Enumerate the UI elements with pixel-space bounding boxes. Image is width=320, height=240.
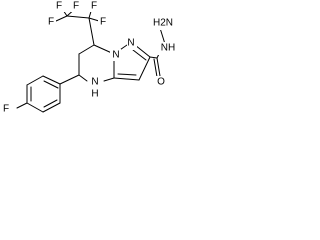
bond-c2-f-mid-right xyxy=(88,17,100,22)
bond-c2-carbonyl-c xyxy=(149,56,158,59)
atom-f-mid-left: F xyxy=(48,17,54,28)
atom-f-top-mid: F xyxy=(73,1,79,12)
atom-nh-amide: NH xyxy=(161,43,175,54)
chemical-structure-diagram: F F F F F F N N N H H2N NH O xyxy=(0,0,179,115)
bond-c2-c7 xyxy=(88,17,95,46)
bond-aryl-5-double xyxy=(43,99,58,108)
bond-carbonyl-c-o xyxy=(156,57,161,77)
bond-c3-c3a xyxy=(113,77,140,81)
bond-aryl-5 xyxy=(42,102,61,113)
bond-nh-c5 xyxy=(78,74,88,82)
bond-c6-c7 xyxy=(78,44,95,55)
atom-nh-ring-h: H xyxy=(91,89,98,100)
atom-f-aryl: F xyxy=(3,104,9,115)
bond-c1-f-mid-left xyxy=(55,15,68,22)
bond-aryl-2 xyxy=(26,75,44,86)
atom-o-carbonyl: O xyxy=(157,77,165,88)
atom-f-top-left: F xyxy=(56,1,62,12)
bond-c2-c3 xyxy=(138,56,151,81)
bond-nh-nh2 xyxy=(159,27,166,45)
bond-n-pyrazole-c2 xyxy=(134,44,151,58)
label-layer: F F F F F F N N N H H2N NH O xyxy=(0,0,179,115)
bond-c3a-nh xyxy=(103,77,115,82)
atom-n-bridge: N xyxy=(112,50,119,61)
atom-h2n: H2N xyxy=(153,18,173,29)
bond-c1-c2 xyxy=(66,15,90,19)
atom-f-mid-right: F xyxy=(100,17,106,28)
bond-c5-aryl xyxy=(59,74,80,85)
bond-aryl-4 xyxy=(26,102,44,113)
atom-nh-ring-n: N xyxy=(91,77,98,88)
atom-n-pyrazole: N xyxy=(127,38,134,49)
bond-n-pyrazole-c2-double xyxy=(132,49,147,61)
bond-aryl-1 xyxy=(42,75,61,85)
atom-f-top-right: F xyxy=(91,1,97,12)
bond-carbonyl-c-o-double xyxy=(153,58,158,78)
bond-c3-c3a-double xyxy=(117,73,137,76)
bond-aryl-1-double xyxy=(43,80,59,89)
bond-aryl-f xyxy=(16,102,28,109)
